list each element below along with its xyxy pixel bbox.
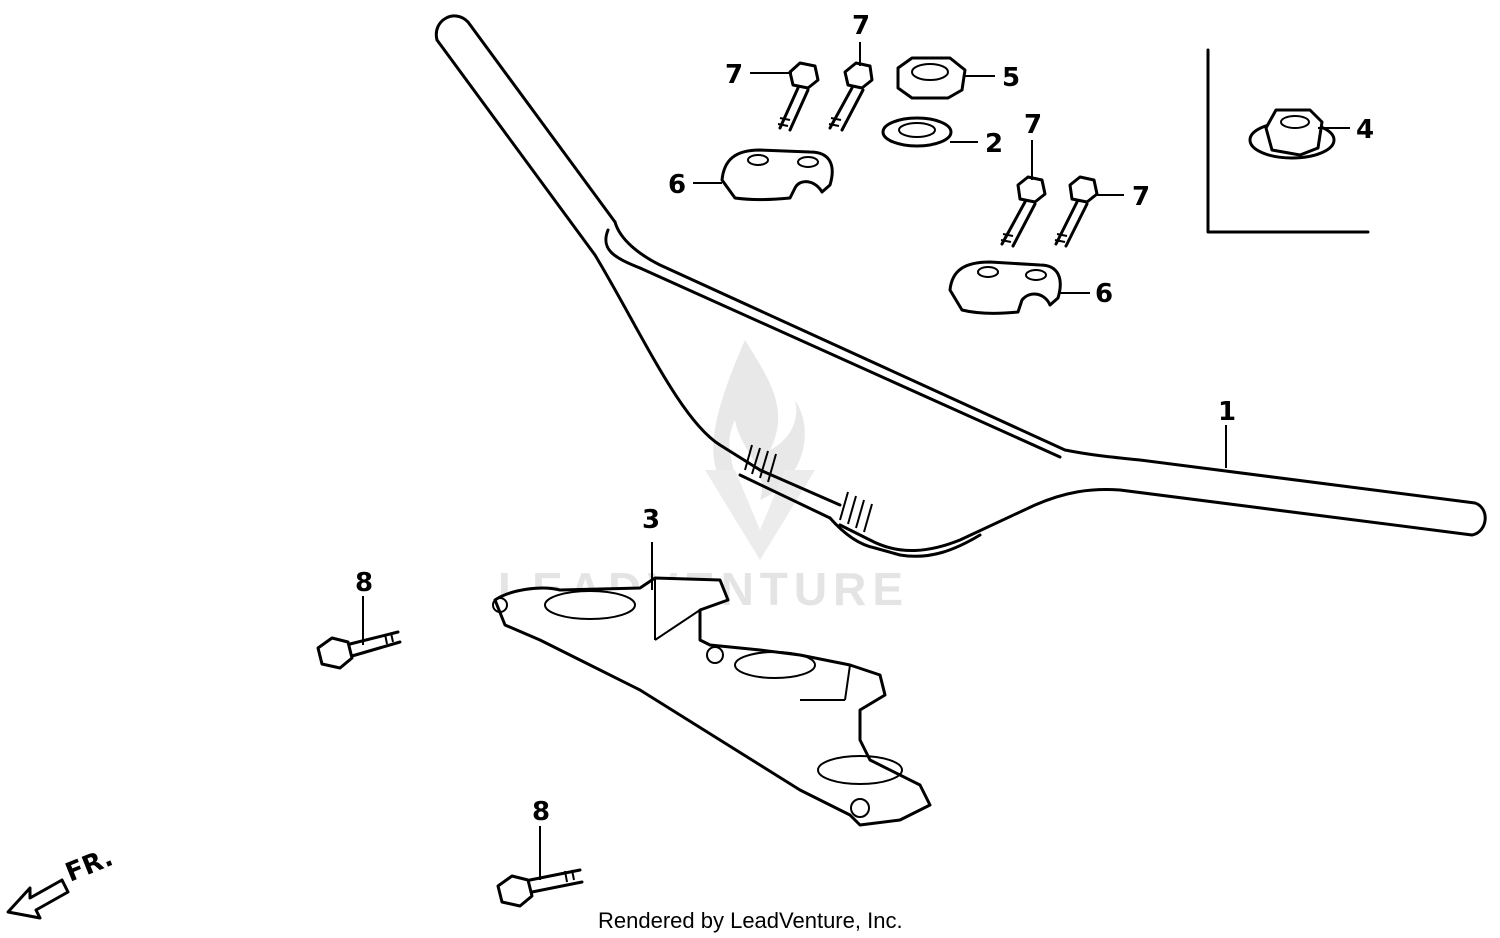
bolt-4 — [1054, 175, 1099, 248]
callout-7-c: 7 — [1024, 110, 1042, 140]
callout-1: 1 — [1218, 397, 1236, 427]
callout-7-b: 7 — [852, 11, 870, 41]
front-direction-indicator: FR. — [6, 843, 117, 920]
watermark-flame-icon — [713, 340, 805, 500]
callout-4: 4 — [1356, 115, 1374, 145]
watermark: LEADVENTURE — [498, 340, 903, 615]
callout-5: 5 — [1002, 63, 1020, 93]
bolt-8-left — [316, 630, 402, 670]
watermark-v-icon — [705, 470, 815, 560]
front-arrow-icon — [6, 878, 70, 920]
callout-7-d: 7 — [1132, 182, 1150, 212]
top-bridge — [492, 576, 932, 827]
bolt-2 — [828, 61, 874, 132]
knurl-band-left — [744, 444, 777, 483]
callout-6-right: 6 — [1095, 279, 1113, 309]
knurl-band-right — [839, 491, 873, 533]
inset-box — [1206, 48, 1370, 234]
callout-3: 3 — [642, 505, 660, 535]
bolt-3 — [1000, 175, 1047, 248]
front-label: FR. — [61, 843, 117, 889]
holder-upper-right — [948, 260, 1062, 315]
leader-lines — [362, 42, 1350, 880]
callout-8-bottom: 8 — [532, 797, 550, 827]
nut — [896, 56, 967, 100]
washer — [881, 116, 953, 148]
render-credit: Rendered by LeadVenture, Inc. — [598, 908, 903, 933]
callout-2: 2 — [985, 129, 1003, 159]
bolt-1 — [777, 61, 820, 132]
handlebar — [434, 14, 1487, 558]
flange-nut — [1248, 108, 1336, 160]
callout-labels: 1 2 3 4 5 6 6 7 7 7 7 8 8 — [355, 11, 1374, 827]
callout-6-left: 6 — [668, 170, 686, 200]
callout-8-left: 8 — [355, 568, 373, 598]
holder-upper-left — [720, 148, 834, 201]
callout-7-a: 7 — [725, 60, 743, 90]
bolt-8-bottom — [496, 868, 584, 908]
